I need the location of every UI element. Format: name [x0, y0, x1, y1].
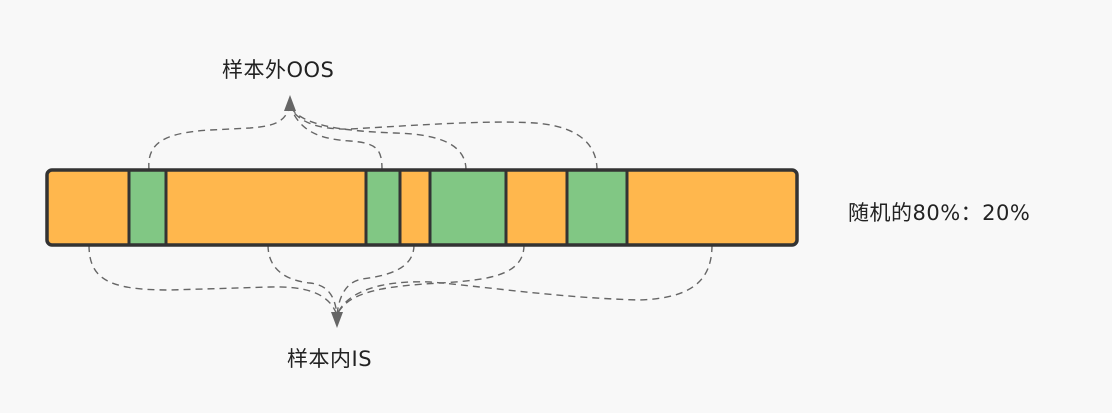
connector-lines: [88, 105, 713, 316]
bar-outline: [45, 168, 799, 247]
is-connector-line: [267, 244, 338, 316]
is-connector-line: [336, 244, 525, 316]
segment-out-of-sample: [430, 170, 506, 245]
segment-out-of-sample: [567, 170, 627, 245]
arrow-heads: [284, 95, 343, 328]
out-of-sample-label: 样本外OOS: [222, 58, 335, 82]
arrow-up-icon: [284, 95, 296, 111]
is-connector-line: [336, 244, 713, 316]
oos-connector-line: [289, 105, 467, 171]
is-connector-line: [336, 244, 415, 316]
segment-in-sample: [506, 170, 567, 245]
arrow-down-icon: [331, 312, 343, 328]
segment-in-sample: [627, 170, 797, 245]
oos-connector-line: [289, 105, 598, 171]
oos-connector-line: [148, 105, 291, 171]
data-bar: [45, 168, 799, 247]
split-ratio-label: 随机的80%：20%: [848, 201, 1031, 225]
segment-in-sample: [166, 170, 366, 245]
segment-out-of-sample: [366, 170, 400, 245]
in-sample-label: 样本内IS: [287, 347, 373, 371]
oos-connector-line: [289, 105, 383, 171]
segment-in-sample: [400, 170, 430, 245]
segment-out-of-sample: [129, 170, 166, 245]
segment-in-sample: [47, 170, 129, 245]
is-connector-line: [88, 244, 338, 316]
